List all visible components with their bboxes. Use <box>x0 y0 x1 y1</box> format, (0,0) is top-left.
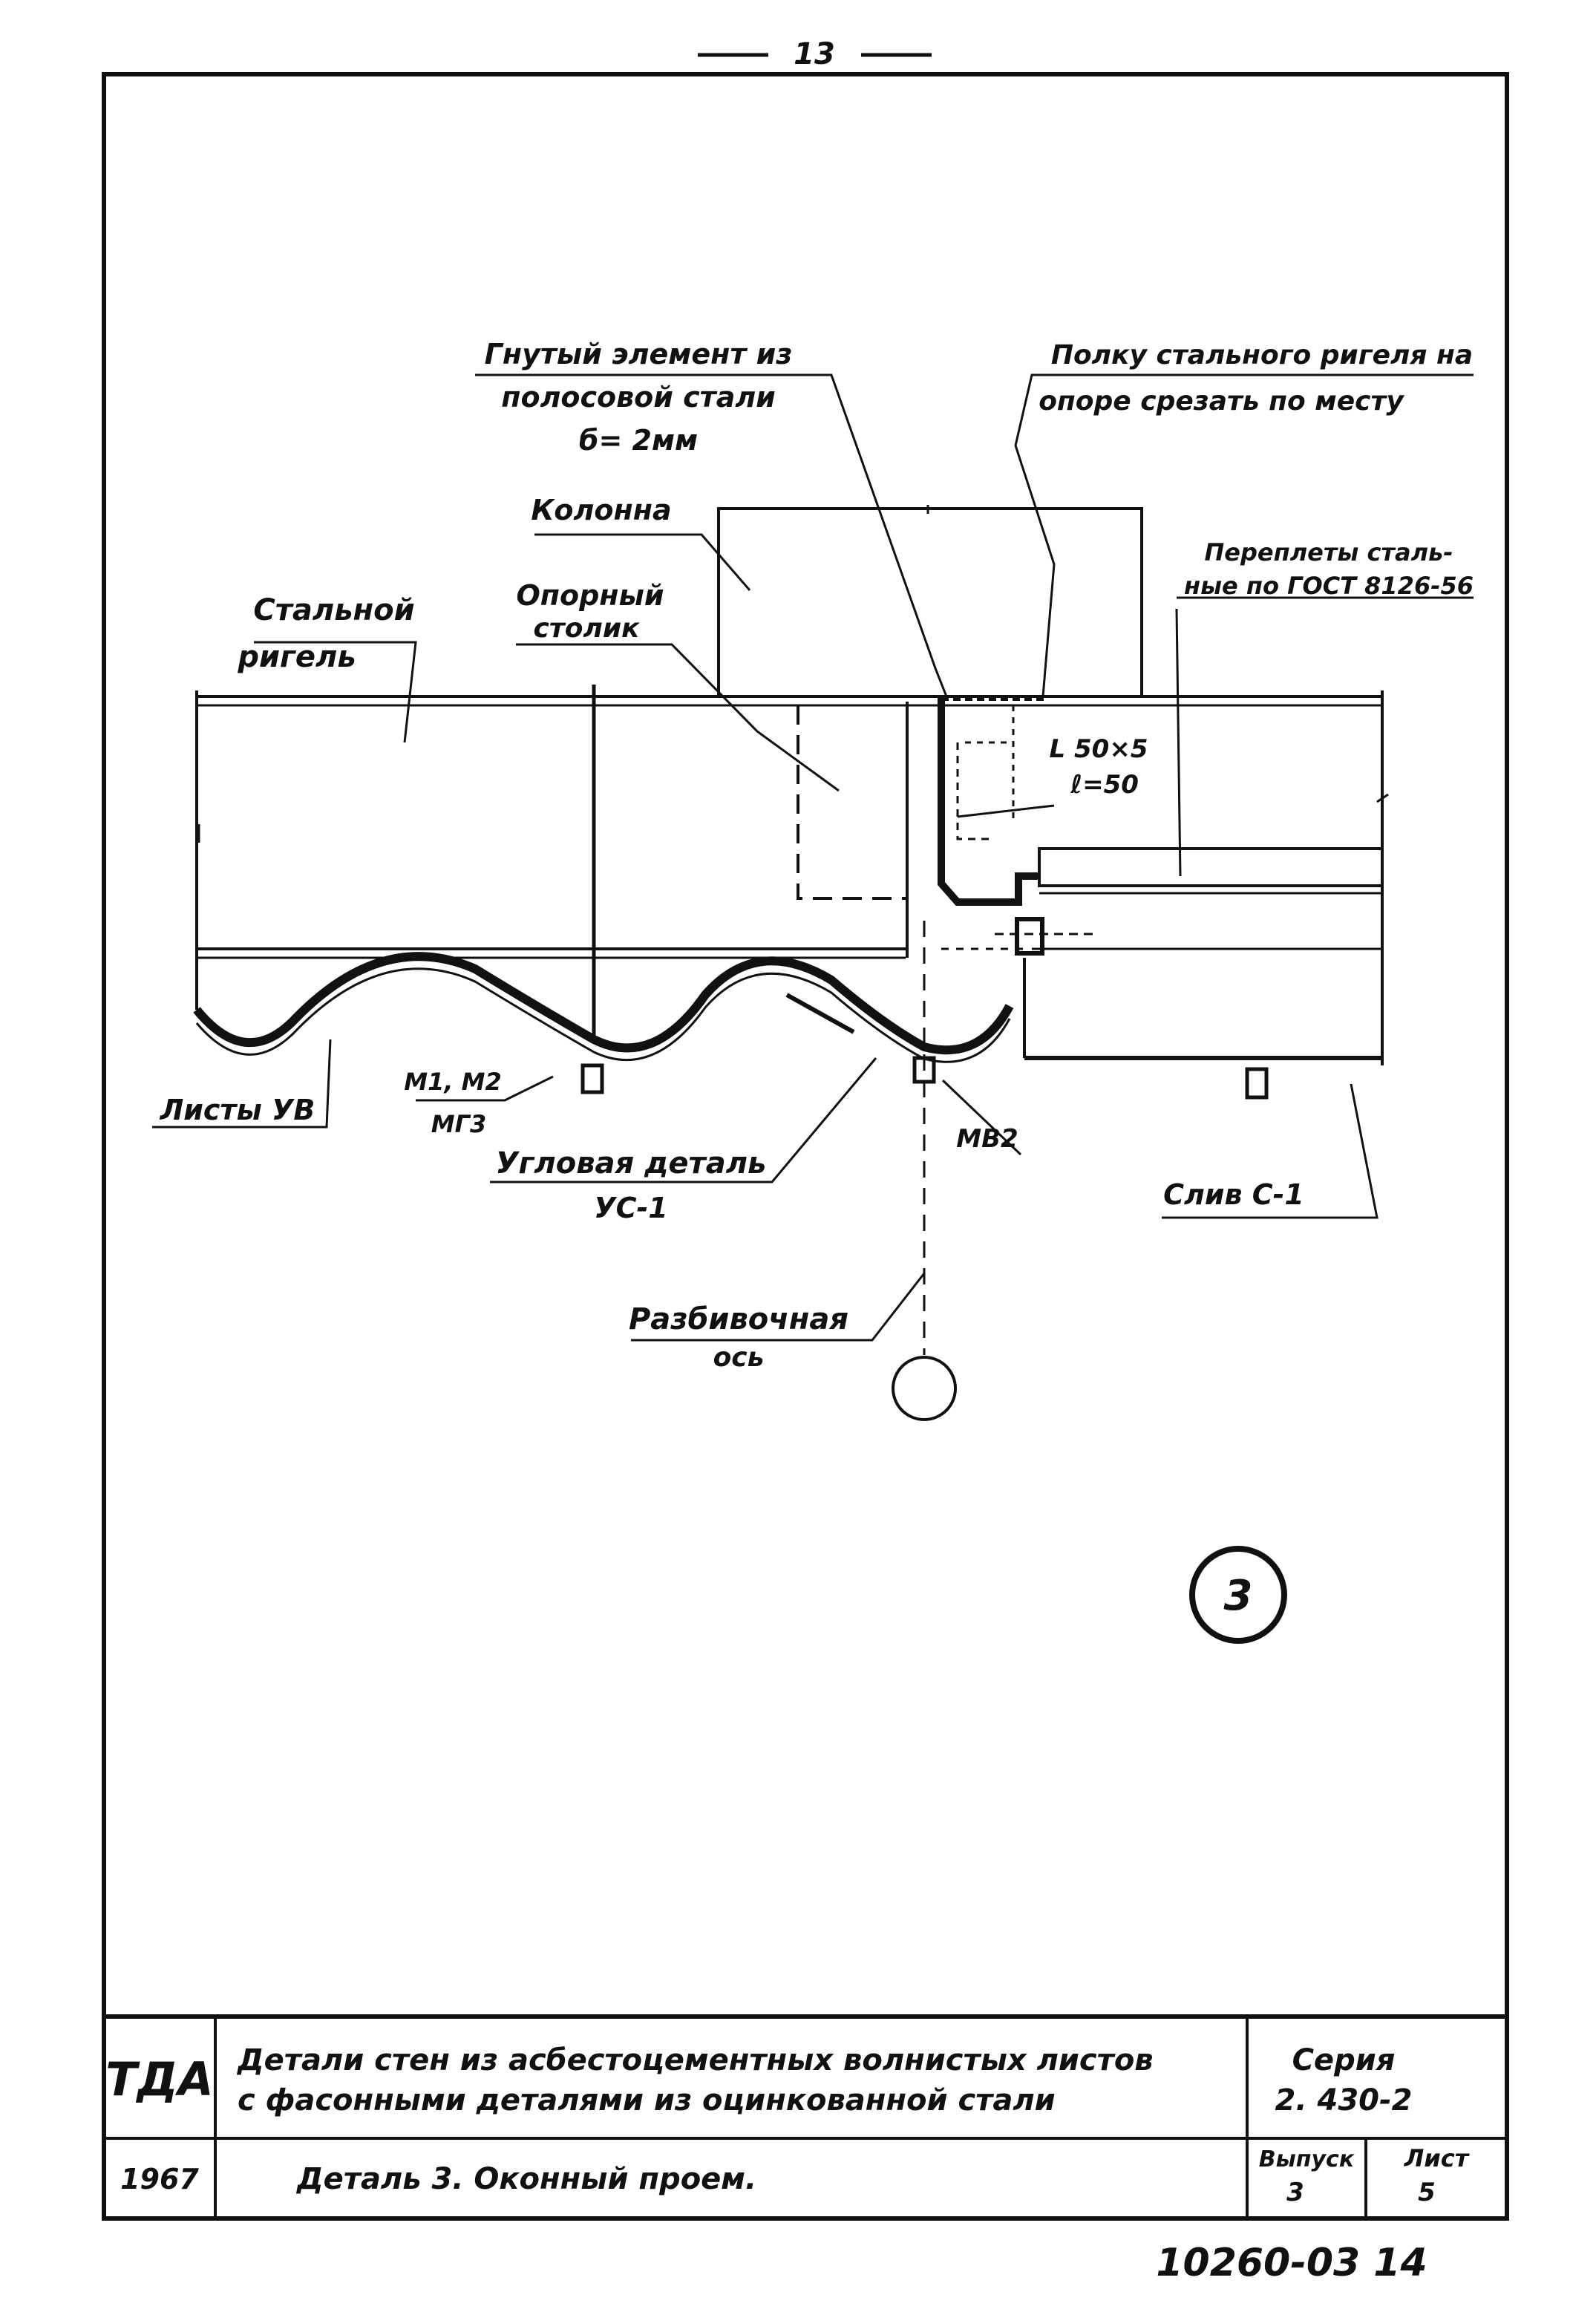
label-steel-beam-2: ригель <box>237 640 356 674</box>
title-block: ТДА Детали стен из асбестоцементных волн… <box>102 2014 1509 2221</box>
corner-part-leg <box>785 993 855 1034</box>
leader-support-table <box>516 643 840 792</box>
title-block-frame <box>102 2014 1509 2221</box>
label-bindings-2: ные по ГОСТ 8126-56 <box>1184 572 1474 600</box>
label-support-table-1: Опорный <box>516 579 664 612</box>
corrugated-sheet-inner <box>195 967 1011 1063</box>
leader-column <box>534 533 751 591</box>
page-number: 13 <box>794 37 835 71</box>
bent-strip-element <box>938 696 1039 906</box>
sheet-value: 5 <box>1418 2178 1436 2207</box>
label-sheets-uv: Листы УВ <box>160 1094 315 1126</box>
label-fasteners-m-2: МГ3 <box>431 1110 487 1138</box>
detail-marker-number: 3 <box>1224 1572 1253 1620</box>
label-bent-element-1: Гнутый элемент из <box>485 338 793 370</box>
corrugated-sheet <box>193 952 1014 1055</box>
label-angle-size-2: ℓ=50 <box>1070 770 1139 800</box>
leader-drip <box>1162 1083 1378 1219</box>
label-bindings-1: Переплеты сталь- <box>1204 538 1453 566</box>
leader-mv2 <box>941 1079 1022 1156</box>
leader-bindings <box>1175 608 1182 877</box>
label-support-table-2: столик <box>534 613 641 644</box>
drawing-subtitle: Деталь 3. Оконный проем. <box>295 2162 756 2196</box>
title-line-1: Детали стен из асбестоцементных волнисты… <box>236 2043 1154 2077</box>
label-mv2: МВ2 <box>956 1124 1018 1154</box>
fastener-drip <box>1245 1067 1269 1100</box>
detail-marker-circle <box>1189 1546 1287 1644</box>
title-line-2: с фасонными деталями из оцинкованной ста… <box>238 2083 1056 2118</box>
leader-angle <box>957 804 1055 818</box>
leader-flange-note <box>1014 373 1474 697</box>
leader-steel-beam <box>254 641 417 743</box>
label-bent-element-3: б= 2мм <box>579 424 698 457</box>
series-value: 2. 430-2 <box>1275 2083 1413 2118</box>
label-flange-note-2: опоре срезать по месту <box>1039 386 1404 417</box>
angle-profile <box>956 742 995 840</box>
label-steel-beam-1: Стальной <box>253 593 414 627</box>
detail-drawing: 3 <box>193 505 1389 1644</box>
leader-fasteners-m <box>416 1075 554 1102</box>
bolt-head <box>1015 917 1044 956</box>
leader-bent-element <box>475 373 948 697</box>
beam-arrow-right <box>1376 793 1389 803</box>
label-grid-axis-1: Разбивочная <box>629 1302 848 1336</box>
leader-grid-axis <box>631 1273 926 1342</box>
leader-lines <box>152 373 1474 1342</box>
label-drip: Слив С-1 <box>1163 1178 1304 1211</box>
label-fasteners-m-1: М1, М2 <box>404 1068 502 1096</box>
leader-sheets-uv <box>152 1039 332 1129</box>
label-angle-size-1: L 50×5 <box>1050 734 1148 764</box>
label-corner-part-2: УС-1 <box>594 1192 667 1224</box>
inventory-number: 10260-03 14 <box>1156 2241 1427 2285</box>
issue-value: 3 <box>1286 2178 1304 2207</box>
label-grid-axis-2: ось <box>713 1342 765 1373</box>
support-table-outline <box>797 705 906 900</box>
labels: Гнутый элемент из полосовой стали б= 2мм… <box>160 338 1474 1373</box>
label-corner-part-1: Угловая деталь <box>496 1146 767 1181</box>
sheet-label: Лист <box>1404 2144 1471 2172</box>
leader-corner-part <box>490 1057 877 1183</box>
column-outline <box>717 507 1143 696</box>
org-logo: ТДА <box>105 2052 214 2106</box>
label-flange-note-1: Полку стального ригеля на <box>1051 340 1473 370</box>
series-label: Серия <box>1292 2043 1396 2077</box>
grid-axis-marker <box>892 1356 957 1421</box>
year: 1967 <box>120 2163 199 2195</box>
label-bent-element-2: полосовой стали <box>501 381 776 414</box>
fastener-m1 <box>580 1063 604 1094</box>
label-column: Колонна <box>531 494 671 526</box>
issue-label: Выпуск <box>1259 2146 1355 2172</box>
window-frame-top <box>1038 847 1384 887</box>
